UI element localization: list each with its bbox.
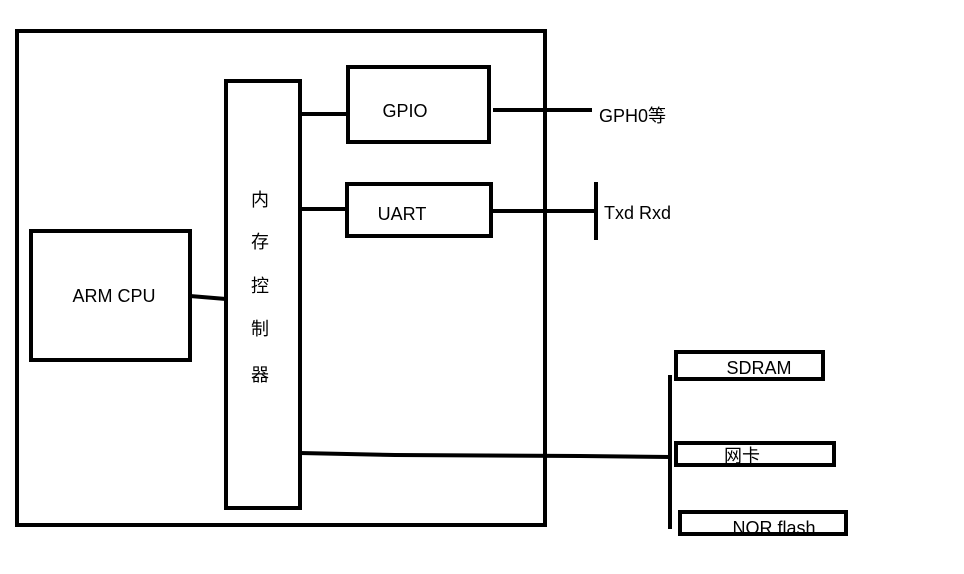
memory-controller-char-3: 控 bbox=[251, 276, 269, 297]
memory-controller-char-2: 存 bbox=[251, 232, 269, 253]
uart-block: UART bbox=[345, 182, 493, 238]
nic-box bbox=[674, 441, 836, 467]
memory-controller-char-1: 内 bbox=[251, 190, 269, 211]
gpio-label: GPIO bbox=[382, 101, 427, 121]
nor-flash-box bbox=[678, 510, 848, 536]
nor-flash-block: NOR flash bbox=[678, 510, 848, 538]
memory-controller-box bbox=[224, 79, 302, 510]
uart-box bbox=[345, 182, 493, 238]
sdram-label: SDRAM bbox=[726, 358, 791, 378]
uart-label: UART bbox=[378, 204, 427, 224]
arm-cpu-label: ARM CPU bbox=[72, 286, 155, 306]
memctrl-to-bus-wire bbox=[299, 451, 671, 459]
memory-controller-char-4: 制 bbox=[251, 319, 269, 340]
uart-output-label: Txd Rxd bbox=[604, 203, 671, 223]
gpio-block: GPIO bbox=[346, 65, 491, 144]
nic-label: 网卡 bbox=[724, 446, 760, 467]
arm-cpu-block: ARM CPU bbox=[29, 229, 192, 362]
sdram-box bbox=[674, 350, 825, 381]
nor-flash-label: NOR flash bbox=[732, 518, 815, 538]
gpio-output-label: GPH0等 bbox=[599, 106, 666, 126]
memory-controller-char-5: 器 bbox=[251, 365, 269, 386]
nic-block: 网卡 bbox=[674, 441, 836, 467]
memory-controller-block: 内 存 控 制 器 bbox=[224, 79, 302, 510]
arm-cpu-box bbox=[29, 229, 192, 362]
gpio-box bbox=[346, 65, 491, 144]
soc-boundary bbox=[15, 29, 547, 527]
cpu-to-memctrl-wire bbox=[189, 294, 227, 301]
sdram-block: SDRAM bbox=[674, 350, 825, 381]
